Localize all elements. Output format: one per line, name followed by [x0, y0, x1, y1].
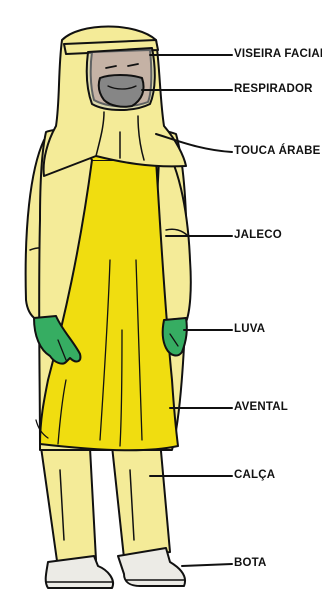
- label-apron: AVENTAL: [234, 401, 288, 414]
- label-pants: CALÇA: [234, 469, 275, 482]
- label-coat: JALECO: [234, 229, 282, 242]
- label-boot: BOTA: [234, 557, 267, 570]
- label-glove: LUVA: [234, 323, 265, 336]
- label-respirator: RESPIRADOR: [234, 83, 313, 96]
- label-hood: TOUCA ÁRABE: [234, 145, 321, 158]
- respirator: [99, 75, 144, 107]
- pants-left-leg: [40, 440, 96, 568]
- leader-line-boot: [182, 564, 232, 566]
- label-visor: VISEIRA FACIAL: [234, 48, 322, 61]
- boot-left: [46, 556, 113, 588]
- pants-right-leg: [112, 440, 170, 558]
- glove-right: [163, 318, 187, 355]
